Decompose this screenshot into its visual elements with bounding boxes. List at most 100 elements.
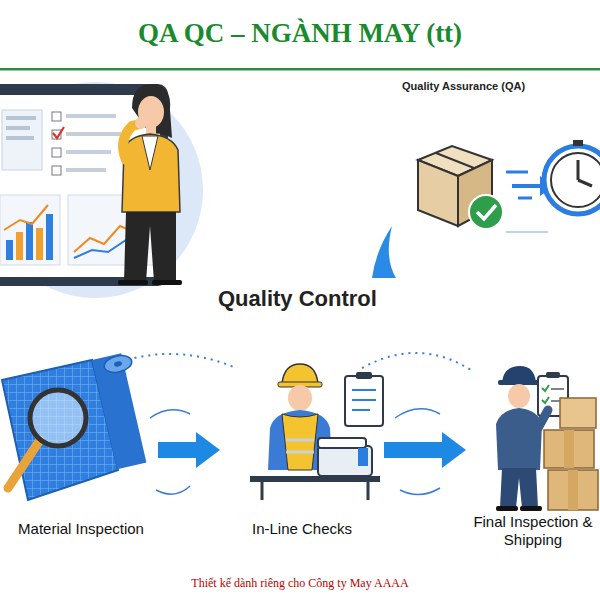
dotted-flow-arcs: [95, 353, 474, 495]
title-rule: [0, 68, 600, 71]
dashboard-scene-part: [0, 195, 60, 265]
inspector-figure-part: [542, 397, 549, 403]
speed-arrow-part: [506, 171, 528, 174]
sewing-worker-part: [367, 482, 370, 500]
dashboard-scene-part: [6, 136, 34, 140]
analyst-figure-part: [135, 117, 147, 129]
inspector-figure-part: [496, 506, 518, 511]
inspector-figure-part: [551, 388, 564, 390]
analyst-figure-part: [118, 280, 148, 285]
dashboard-scene-part: [66, 132, 121, 136]
process-step: In-Line Checks: [220, 355, 384, 538]
fabric-roll-part: [92, 353, 146, 469]
shipping-boxes-part: [544, 430, 594, 468]
swoosh-part: [372, 226, 396, 278]
dashboard-scene-part: [66, 168, 106, 172]
process-step: Material Inspection: [4, 355, 158, 538]
process-step: Final Inspection & Shipping: [466, 355, 600, 549]
inspector-figure-part: [538, 410, 548, 428]
sewing-worker-part: [358, 448, 368, 466]
dotted-flow-arcs-part: [395, 409, 440, 418]
sewing-worker-part: [352, 389, 376, 391]
swoosh: [372, 226, 396, 278]
illustration-space: [4, 355, 158, 520]
analyst-figure-part: [132, 84, 172, 138]
dashboard-scene-part: [52, 166, 61, 175]
shipping-boxes-part: [568, 470, 578, 510]
dashboard-scene-part: [66, 150, 111, 154]
sewing-worker-part: [282, 364, 318, 384]
clock-icon: [544, 140, 600, 214]
dashboard-scene-part: [36, 228, 43, 260]
illustration-space: [220, 355, 384, 520]
flow-arrow: [384, 442, 442, 458]
magnifier-part: [30, 390, 86, 446]
flow-arrow: [158, 442, 196, 458]
fabric-roll-part: [103, 353, 134, 375]
dashboard-scene-part: [46, 214, 53, 260]
shipping-boxes-part: [548, 470, 598, 510]
speed-arrow-part: [518, 197, 532, 200]
dashboard-scene-part: [16, 232, 23, 260]
sewing-worker-part: [352, 409, 370, 411]
clock-icon-part: [578, 180, 592, 186]
dashboard-scene-part: [2, 110, 42, 170]
section-heading: Quality Control: [218, 286, 377, 312]
title-rule-part: [0, 68, 600, 71]
dashboard-scene-part: [6, 116, 36, 120]
dashboard-scene-part: [6, 240, 13, 260]
inspector-figure-part: [508, 384, 530, 408]
dotted-flow-arcs-part: [362, 353, 474, 372]
sewing-worker-part: [352, 399, 376, 401]
sewing-worker: [250, 364, 383, 500]
fabric-roll: [2, 353, 146, 500]
sewing-worker-part: [318, 438, 366, 448]
qa-box-icon-part: [477, 205, 496, 219]
dotted-flow-arcs-part: [150, 410, 190, 418]
analyst-figure-part: [142, 136, 158, 170]
inspector-figure-part: [542, 385, 549, 391]
inspector-figure-part: [500, 468, 538, 508]
clock-icon-part: [573, 140, 583, 146]
dotted-flow-arcs-part: [156, 486, 190, 494]
dashboard-scene-part: [53, 127, 64, 138]
dashboard-scene-part: [26, 222, 33, 260]
dashboard-scene-part: [6, 126, 30, 130]
speed-arrow-part: [506, 231, 548, 233]
section-label: Quality Assurance (QA): [402, 80, 525, 92]
inspector-figure-part: [496, 408, 542, 470]
fabric-roll-part: [114, 361, 123, 368]
shipping-boxes-part: [564, 430, 574, 468]
sewing-worker-part: [261, 482, 264, 500]
step-label: In-Line Checks: [220, 520, 384, 538]
inspector-figure-part: [520, 506, 542, 511]
qa-box-icon-part: [436, 153, 474, 168]
clock-icon-part: [551, 153, 600, 207]
sewing-worker-part: [286, 439, 314, 442]
dashboard-scene: [0, 82, 203, 298]
sewing-worker-part: [286, 451, 314, 454]
qa-box-icon-part: [469, 195, 503, 229]
qa-box-icon-part: [418, 160, 458, 226]
step-label: Material Inspection: [4, 520, 158, 538]
analyst-figure-part: [152, 280, 182, 285]
illustration-space: [466, 355, 600, 513]
analyst-figure-part: [122, 134, 180, 212]
sewing-worker-part: [288, 385, 312, 411]
clock-icon-part: [577, 160, 580, 180]
step-label: Final Inspection & Shipping: [466, 513, 600, 549]
dashboard-scene-part: [66, 114, 116, 118]
sewing-worker-part: [250, 476, 380, 482]
sewing-worker-part: [318, 446, 372, 476]
speed-arrow-part: [512, 184, 540, 188]
dotted-flow-arcs-part: [400, 488, 440, 495]
dashboard-scene-part: [52, 148, 61, 157]
clock-icon-part: [544, 146, 600, 214]
shipping-boxes-part: [560, 398, 596, 428]
analyst-figure: [118, 84, 182, 285]
dashboard-scene-part: [4, 205, 48, 230]
magnifier-part: [8, 440, 40, 488]
page-title: QA QC – NGÀNH MAY (tt): [0, 18, 600, 49]
qa-box-icon: [418, 146, 503, 229]
